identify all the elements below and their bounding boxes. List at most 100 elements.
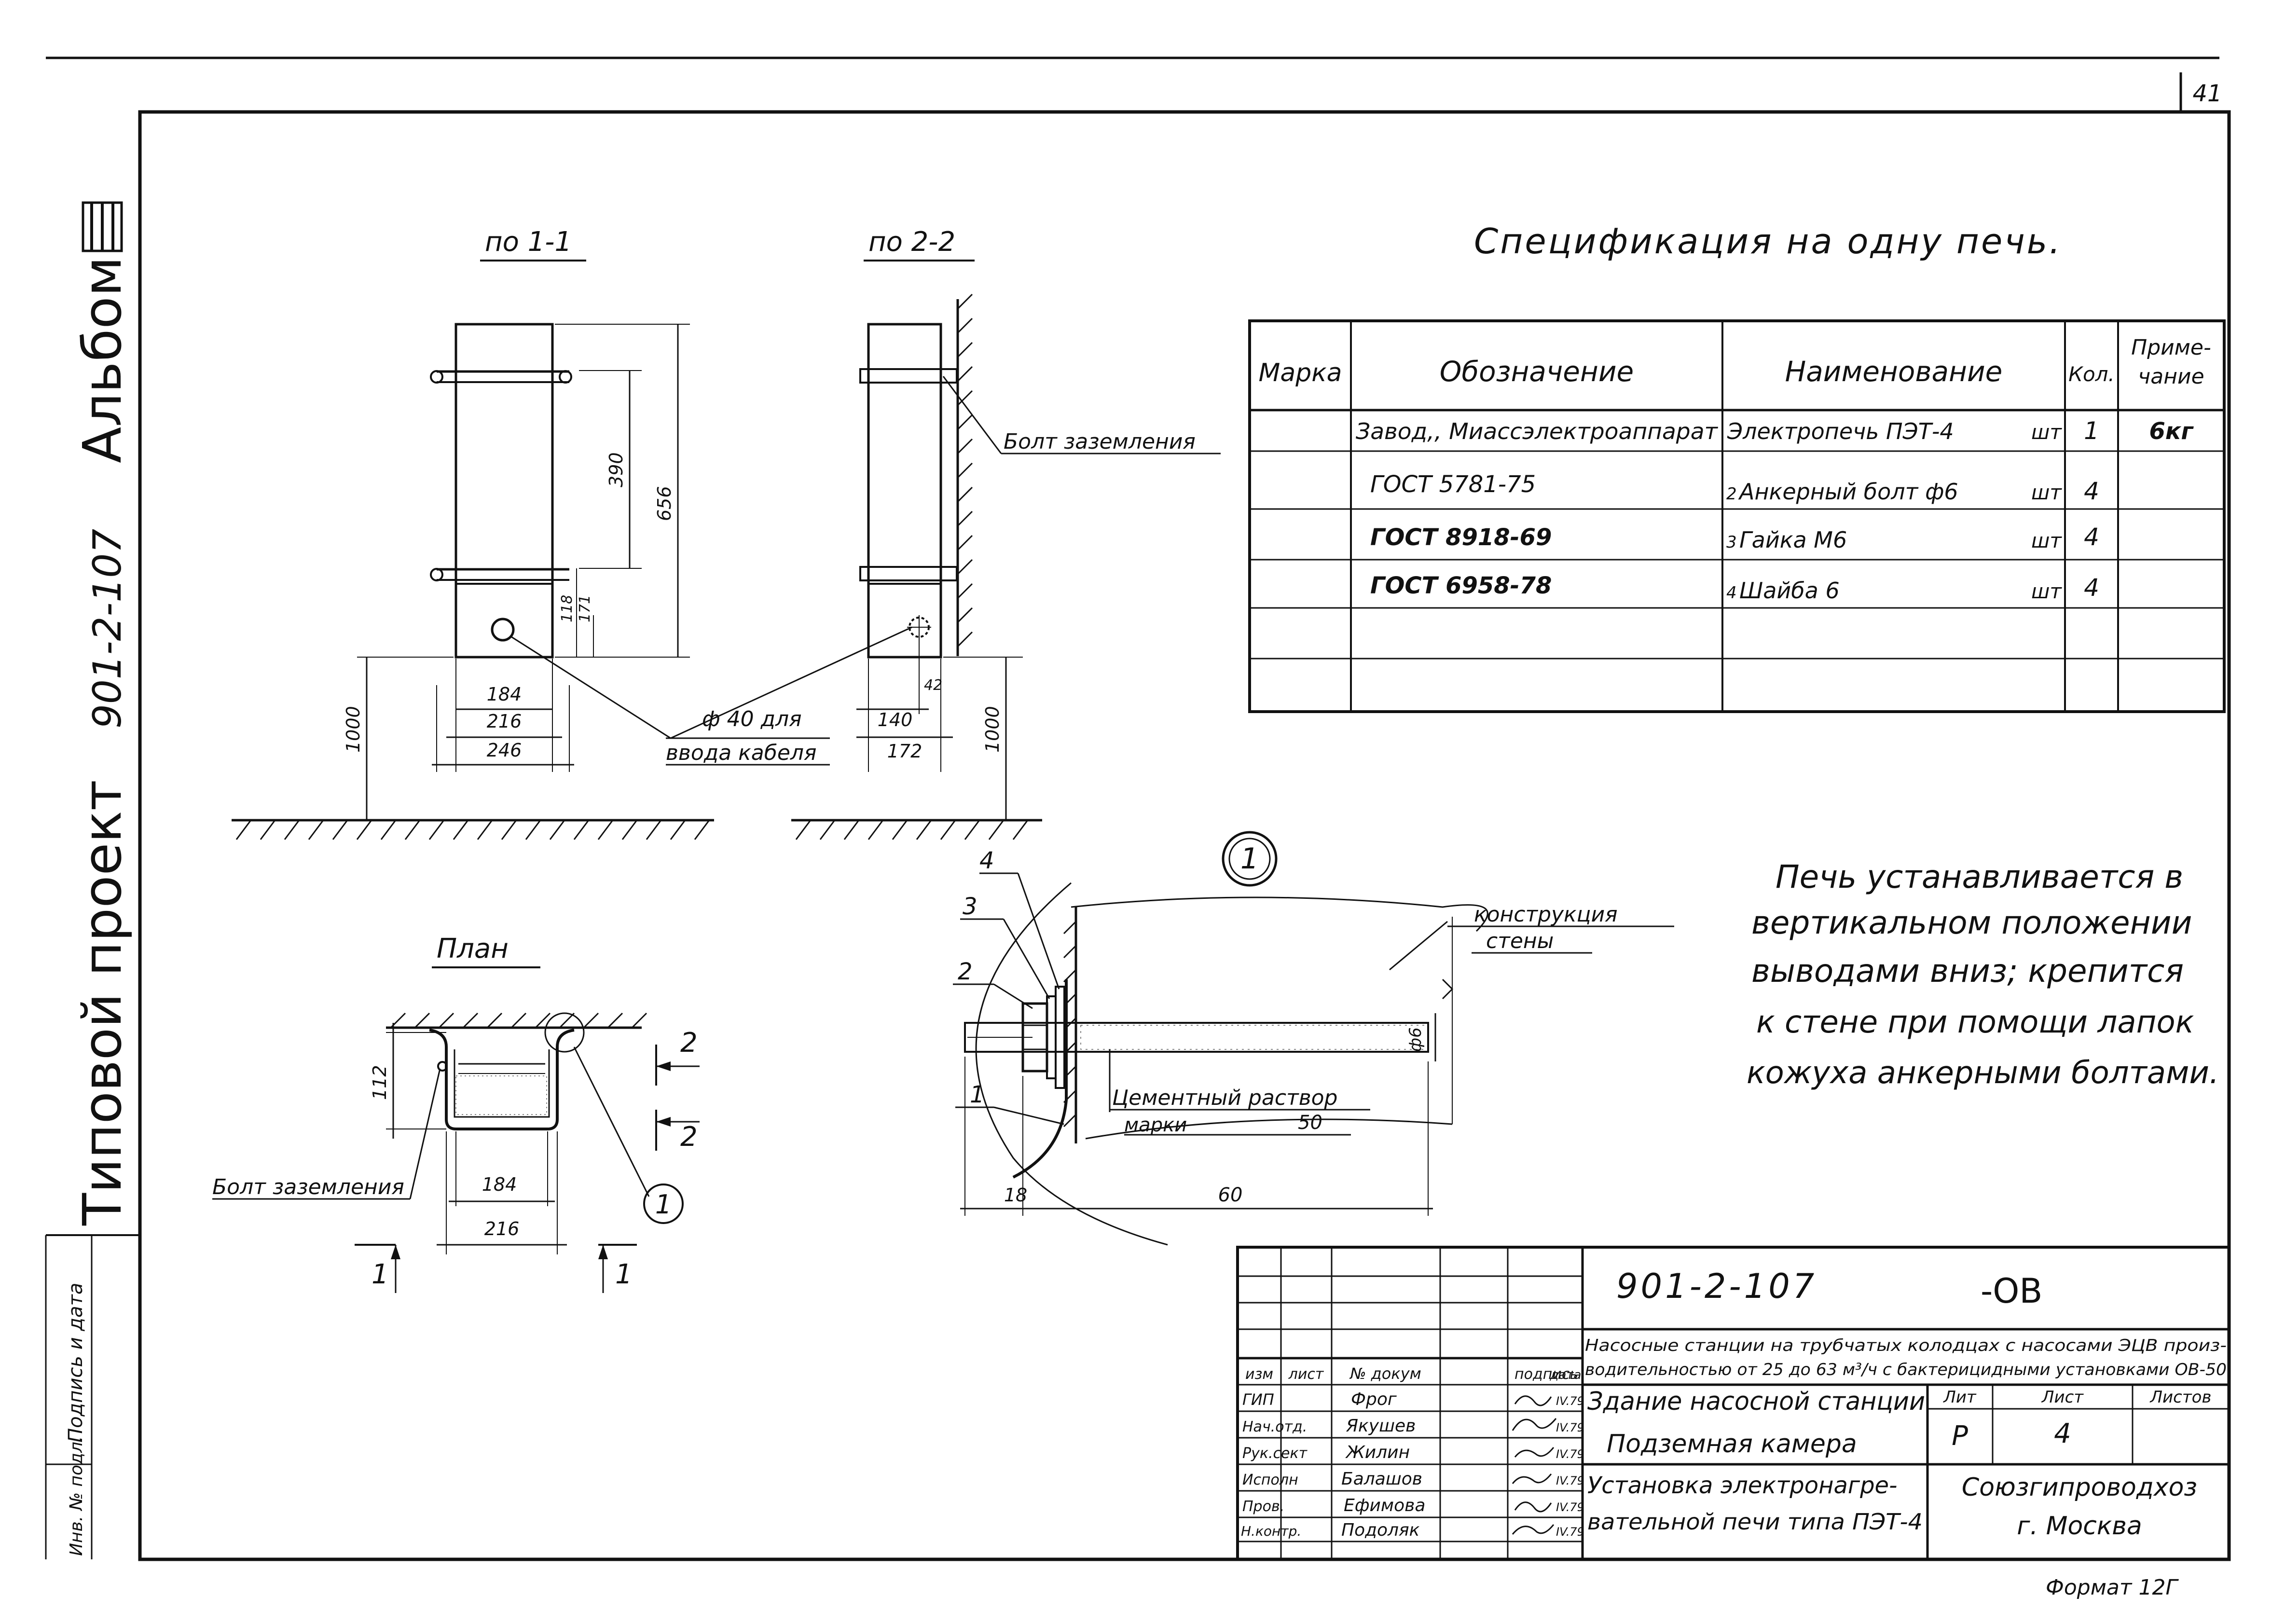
spec-row3-qty: 4 [2084, 523, 2099, 551]
plan-dim-184: 184 [482, 1174, 517, 1195]
dim-172: 172 [887, 741, 922, 762]
ground-bolt-label-2-2: Болт заземления [1004, 429, 1196, 454]
tb-code: 901-2-107 [1616, 1266, 1817, 1306]
wall-label-line1: конструкция [1474, 902, 1618, 927]
tb-person-ispoln: Исполн Балашов IV.79 [1242, 1469, 1584, 1489]
spec-row3-unit: шт [2031, 529, 2062, 552]
tb-sheet-header: Лист [2041, 1388, 2084, 1407]
tb-person-nach-otd: Нач.отд. Якушев IV.79 [1242, 1416, 1584, 1436]
section-2-2-title: по 2-2 [868, 226, 955, 258]
plan-title: План [437, 933, 509, 964]
mortar-label-grade: 50 [1298, 1112, 1322, 1134]
dim-171: 171 [577, 595, 593, 622]
detail-pos-2: 2 [958, 958, 973, 985]
spec-header-name: Наименование [1785, 355, 2003, 388]
tb-col-date: дата [1550, 1368, 1582, 1382]
tb-person-n-kontr: Н.контр. Подоляк IV.79 [1241, 1520, 1584, 1540]
project-type-label: Типовой проект [71, 780, 133, 1226]
detail-pos-3: 3 [963, 893, 977, 920]
plan-cut-mark-2-top: 2 [680, 1027, 698, 1059]
svg-text:Подоляк: Подоляк [1341, 1520, 1420, 1540]
tb-col-doc: № докум [1349, 1364, 1421, 1383]
svg-text:Фрог: Фрог [1351, 1390, 1397, 1409]
dim-42: 42 [924, 677, 942, 694]
spec-row4-name: Шайба 6 [1739, 578, 1840, 604]
cable-entry-note: ф 40 для ввода кабеля [511, 626, 912, 766]
svg-text:IV.79: IV.79 [1556, 1525, 1584, 1539]
dim-1000-left: 1000 [343, 706, 364, 753]
note-line5: кожуха анкерными болтами. [1747, 1055, 2219, 1091]
svg-text:Н.контр.: Н.контр. [1241, 1523, 1301, 1539]
dim-1000-right: 1000 [982, 706, 1003, 753]
svg-text:IV.79: IV.79 [1556, 1500, 1584, 1514]
spec-row1-note: 6кг [2149, 418, 2194, 445]
dim-118: 118 [559, 595, 576, 622]
detail-1-callout: 1 [1240, 842, 1259, 876]
side-stamp-signature: Подпись и дата [65, 1283, 87, 1443]
tb-col-sign: подпись [1514, 1366, 1578, 1383]
specification: Спецификация на одну печь. Марка Обознач… [1248, 221, 2226, 713]
dim-216: 216 [487, 711, 522, 732]
album-label: Альбом [71, 256, 133, 463]
plan-detail-callout: 1 [655, 1189, 672, 1220]
section-2-2: по 2-2 Болт заземления 42 140 172 1000 [791, 226, 1221, 840]
detail-pos-4: 4 [979, 847, 994, 874]
project-code-side: 901-2-107 [85, 529, 130, 729]
tb-stage-value: Р [1952, 1420, 1968, 1452]
section-1-1-title: по 1-1 [485, 226, 572, 258]
mortar-label-line2: марки [1124, 1114, 1187, 1136]
plan-dim-216: 216 [484, 1218, 520, 1239]
tb-col-list: лист [1288, 1366, 1324, 1383]
tb-stage-header: Лит [1942, 1388, 1977, 1407]
svg-text:Нач.отд.: Нач.отд. [1242, 1418, 1307, 1435]
spec-row3-designation: ГОСТ 8918-69 [1370, 524, 1552, 551]
installation-note: Печь устанавливается в вертикальном поло… [1747, 858, 2219, 1091]
tb-col-izm: изм [1245, 1366, 1273, 1383]
svg-text:Рук.сект: Рук.сект [1242, 1445, 1308, 1462]
detail-dim-18: 18 [1004, 1184, 1027, 1206]
spec-row3-name: Гайка М6 [1739, 527, 1847, 553]
dim-390: 390 [606, 452, 627, 487]
wall-label-line2: стены [1486, 929, 1554, 953]
tb-person-prov: Пров. Ефимова IV.79 [1242, 1496, 1584, 1515]
dim-140: 140 [878, 709, 913, 730]
spec-title: Спецификация на одну печь. [1474, 221, 2062, 261]
side-stamp-inventory: Инв. № подл. [67, 1436, 86, 1556]
spec-row1-unit: шт [2031, 420, 2062, 444]
cable-note-line2: ввода кабеля [666, 741, 817, 765]
album-number [82, 201, 123, 252]
spec-header-designation: Обозначение [1440, 355, 1634, 388]
tb-sheet-title-1: Установка электронагре- [1587, 1472, 1897, 1499]
spec-row2-name: Анкерный болт ф6 [1738, 479, 1958, 505]
svg-text:Ефимова: Ефимова [1344, 1496, 1425, 1515]
section-1-1: по 1-1 390 656 118 171 18 [232, 226, 714, 840]
spec-row1-designation: Завод,, Миассэлектроаппарат [1356, 418, 1718, 444]
plan-view: План 1 112 184 216 Болт заземления [212, 933, 700, 1293]
tb-org-city: г. Москва [2017, 1512, 2142, 1541]
detail-dim-f6: ф6 [1406, 1027, 1425, 1052]
mortar-label-line1: Цементный раствор [1112, 1086, 1337, 1110]
plan-cut-mark-2-bottom: 2 [680, 1121, 698, 1153]
detail-pos-1: 1 [970, 1081, 985, 1108]
svg-text:IV.79: IV.79 [1556, 1474, 1584, 1487]
tb-sheet-title-2: вательной печи типа ПЭТ-4 [1587, 1509, 1923, 1535]
spec-row4-designation: ГОСТ 6958-78 [1370, 572, 1552, 599]
dim-246: 246 [487, 740, 522, 761]
svg-text:IV.79: IV.79 [1556, 1394, 1584, 1408]
album-number-text: III [102, 270, 103, 271]
plan-cut-mark-1-left: 1 [372, 1259, 389, 1290]
dim-656: 656 [654, 486, 675, 521]
note-line1: Печь устанавливается в [1776, 858, 2183, 895]
spec-row4-unit: шт [2031, 579, 2062, 603]
page-number: 41 [2192, 80, 2222, 107]
tb-suffix: -ОВ [1981, 1271, 2042, 1311]
tb-sheet-value: 4 [2054, 1418, 2071, 1449]
svg-text:IV.79: IV.79 [1556, 1447, 1584, 1461]
spec-header-qty: Кол. [2068, 362, 2115, 386]
tb-project-name-1: Насосные станции на трубчатых колодцах с… [1585, 1336, 2227, 1355]
plan-dim-112: 112 [369, 1065, 390, 1100]
plan-ground-bolt-label: Болт заземления [212, 1175, 404, 1199]
spec-row3-pos: 3 [1726, 533, 1737, 552]
tb-part: Подземная камера [1607, 1430, 1857, 1459]
tb-person-ruk-sekt: Рук.сект Жилин IV.79 [1242, 1443, 1584, 1462]
